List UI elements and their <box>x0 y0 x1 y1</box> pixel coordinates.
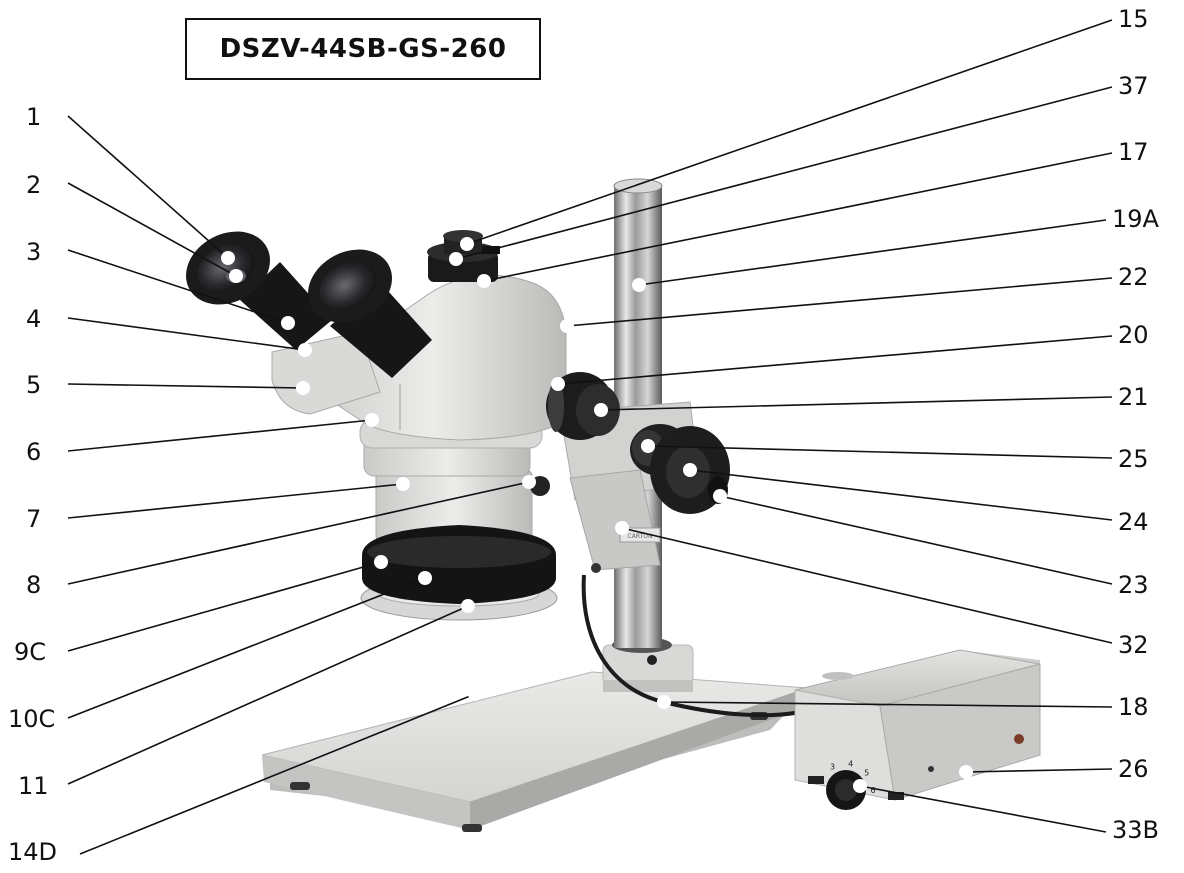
leader-line-22 <box>566 277 1113 327</box>
callout-dot-37 <box>449 252 463 266</box>
callout-dot-32 <box>615 521 629 535</box>
leader-line-7 <box>67 483 404 519</box>
leader-line-11 <box>67 605 469 785</box>
callout-dot-4 <box>298 343 312 357</box>
model-title: DSZV-44SB-GS-260 <box>185 18 541 80</box>
callout-label-5: 5 <box>26 371 42 399</box>
callout-dot-7 <box>396 477 410 491</box>
leader-line-19A <box>638 219 1107 286</box>
callout-dot-14D <box>468 687 482 701</box>
callout-label-21: 21 <box>1118 383 1149 411</box>
callout-label-19A: 19A <box>1112 205 1159 233</box>
leader-line-3 <box>67 249 289 324</box>
callout-label-1: 1 <box>26 103 42 131</box>
callout-label-33B: 33B <box>1112 816 1160 844</box>
leader-line-8 <box>67 481 530 585</box>
callout-dot-23 <box>713 489 727 503</box>
callout-label-8: 8 <box>26 571 42 599</box>
callout-label-17: 17 <box>1118 138 1149 166</box>
stand-base <box>261 671 809 832</box>
callout-label-24: 24 <box>1118 508 1149 536</box>
leader-line-9C <box>67 561 382 652</box>
callout-label-26: 26 <box>1118 755 1149 783</box>
callout-label-20: 20 <box>1118 321 1149 349</box>
leader-line-15 <box>466 19 1113 245</box>
callout-dot-6 <box>365 413 379 427</box>
callout-dot-22 <box>560 319 574 333</box>
leader-line-6 <box>67 419 373 452</box>
dimmer-scale-number: 3 <box>830 763 835 772</box>
callout-dot-11 <box>461 599 475 613</box>
callout-label-3: 3 <box>26 238 42 266</box>
callout-label-23: 23 <box>1118 571 1149 599</box>
callout-dot-33B <box>853 779 867 793</box>
leader-line-2 <box>67 182 237 277</box>
pillar-plate-label: CARTON <box>628 533 653 540</box>
callout-dot-25 <box>641 439 655 453</box>
leader-line-4 <box>67 317 306 351</box>
callout-dot-21 <box>594 403 608 417</box>
callout-dots <box>221 237 973 793</box>
leader-line-17 <box>483 152 1113 282</box>
callout-dot-10C <box>418 571 432 585</box>
callout-label-7: 7 <box>26 505 42 533</box>
callout-label-37: 37 <box>1118 72 1149 100</box>
leader-line-21 <box>600 396 1113 411</box>
leader-line-37 <box>455 86 1113 260</box>
dimmer-scale-number: 6 <box>870 786 875 795</box>
leader-line-10C <box>67 577 426 719</box>
leader-line-26 <box>965 768 1113 773</box>
leader-line-33B <box>859 785 1107 833</box>
callout-dot-15 <box>460 237 474 251</box>
callout-dot-20 <box>551 377 565 391</box>
callout-label-4: 4 <box>26 305 42 333</box>
callout-dot-5 <box>296 381 310 395</box>
callout-label-2: 2 <box>26 171 42 199</box>
callout-dot-8 <box>522 475 536 489</box>
leader-line-1 <box>67 115 229 259</box>
callout-dot-19A <box>632 278 646 292</box>
leader-line-32 <box>621 527 1113 644</box>
leader-line-23 <box>719 495 1113 585</box>
callout-dot-18 <box>657 695 671 709</box>
leader-line-24 <box>689 469 1113 521</box>
leader-lines <box>67 19 1113 855</box>
eyepiece-right <box>307 249 432 378</box>
ring-light <box>360 525 558 621</box>
dimmer-scale-number: 2 <box>818 777 823 786</box>
dimmer-scale-number: 5 <box>864 769 869 778</box>
callout-dot-17 <box>477 274 491 288</box>
callout-label-32: 32 <box>1118 631 1149 659</box>
callout-label-15: 15 <box>1118 5 1149 33</box>
leader-line-20 <box>557 335 1113 385</box>
callout-dot-1 <box>221 251 235 265</box>
callout-label-9C: 9C <box>14 638 47 666</box>
leader-line-18 <box>663 701 1113 708</box>
callout-label-22: 22 <box>1118 263 1149 291</box>
callout-label-11: 11 <box>18 772 49 800</box>
leader-line-14D <box>79 693 476 855</box>
callout-dot-26 <box>959 765 973 779</box>
callout-dot-9C <box>374 555 388 569</box>
callout-dot-24 <box>683 463 697 477</box>
eyepiece-left <box>185 231 332 350</box>
dimmer-knob <box>826 770 866 810</box>
dimmer-scale-number: 4 <box>848 759 853 768</box>
callout-dot-2 <box>229 269 243 283</box>
callout-label-18: 18 <box>1118 693 1149 721</box>
callout-label-14D: 14D <box>8 838 58 866</box>
light-controller: 23 4 56 <box>794 649 1041 810</box>
leader-line-25 <box>647 445 1113 459</box>
callout-dot-3 <box>281 316 295 330</box>
trinocular-port <box>427 230 500 282</box>
dimmer-scale: 23 4 56 <box>818 759 875 795</box>
callout-label-25: 25 <box>1118 445 1149 473</box>
leader-line-5 <box>67 383 304 389</box>
callout-label-6: 6 <box>26 438 42 466</box>
callout-label-10C: 10C <box>8 705 56 733</box>
